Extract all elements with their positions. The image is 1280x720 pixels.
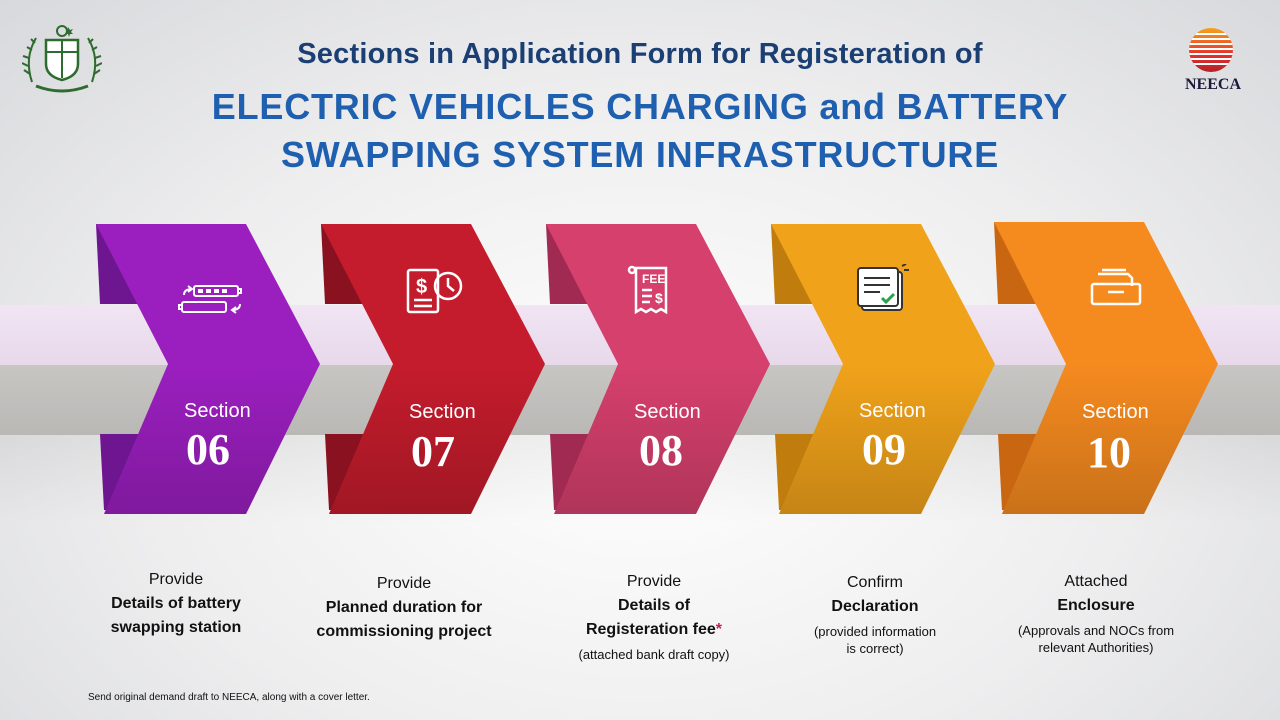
caption-lead: Attached [1064, 573, 1128, 590]
section-08-label: Section [634, 401, 701, 423]
section-06-number: 06 [186, 425, 230, 474]
caption-main: Details of [617, 597, 690, 614]
section-06-ribbon [96, 224, 320, 514]
caption-note: (Approvals and NOCs from [1017, 623, 1175, 638]
section-07-ribbon [321, 224, 545, 514]
declaration-doc-icon [857, 264, 909, 311]
caption-note: (provided information [813, 624, 937, 639]
enclosure-folder-icon [1090, 268, 1142, 306]
caption-main: Details of battery [111, 595, 241, 612]
caption-lead: Provide [376, 575, 432, 592]
caption-note: relevant Authorities) [1038, 640, 1154, 655]
section-10-label: Section [1082, 401, 1149, 423]
title-line-2: ELECTRIC VEHICLES CHARGING and BATTERY [211, 86, 1069, 127]
svg-text:$: $ [655, 290, 663, 306]
neeca-logo-text: NEECA [1184, 76, 1241, 93]
caption-lead: Provide [626, 573, 682, 590]
schedule-money-icon: $ [406, 268, 463, 314]
title-line-3: SWAPPING SYSTEM INFRASTRUCTURE [280, 134, 1000, 175]
section-09-ribbon [771, 224, 995, 514]
caption-lead: Provide [148, 571, 204, 588]
section-06-label: Section [184, 400, 251, 422]
section-09-label: Section [859, 400, 926, 422]
caption-main: Registeration fee [585, 621, 716, 638]
section-07-number: 07 [411, 427, 455, 476]
government-emblem-icon [22, 25, 102, 93]
caption-note: is correct) [846, 641, 904, 656]
caption-main: Enclosure [1057, 597, 1135, 614]
section-08-caption: Provide Details of Registeration fee* (a… [544, 570, 764, 663]
title-line-1: Sections in Application Form for Registe… [297, 38, 983, 70]
caption-lead: Confirm [846, 574, 903, 591]
section-10-caption: Attached Enclosure (Approvals and NOCs f… [1000, 570, 1192, 656]
neeca-logo-icon [1189, 28, 1233, 72]
caption-main: Declaration [831, 598, 919, 615]
section-09-caption: Confirm Declaration (provided informatio… [770, 571, 980, 657]
svg-text:$: $ [416, 276, 427, 298]
required-asterisk: * [715, 621, 723, 638]
section-10-ribbon [994, 222, 1218, 514]
battery-swap-icon [178, 285, 242, 314]
section-08-ribbon [546, 224, 770, 514]
caption-main: Planned duration for [325, 599, 483, 616]
section-07-caption: Provide Planned duration for commissioni… [284, 572, 524, 644]
caption-main: commissioning project [316, 623, 492, 640]
svg-text:FEE: FEE [642, 272, 665, 286]
section-07-label: Section [409, 401, 476, 423]
section-08-number: 08 [639, 426, 683, 475]
caption-main: swapping station [110, 619, 242, 636]
fee-receipt-icon: FEE $ [627, 265, 668, 315]
footnote: Send original demand draft to NEECA, alo… [88, 692, 370, 703]
caption-note: (attached bank draft copy) [578, 647, 730, 662]
section-09-number: 09 [862, 425, 906, 474]
section-10-number: 10 [1087, 428, 1131, 477]
section-06-caption: Provide Details of battery swapping stat… [66, 568, 286, 640]
